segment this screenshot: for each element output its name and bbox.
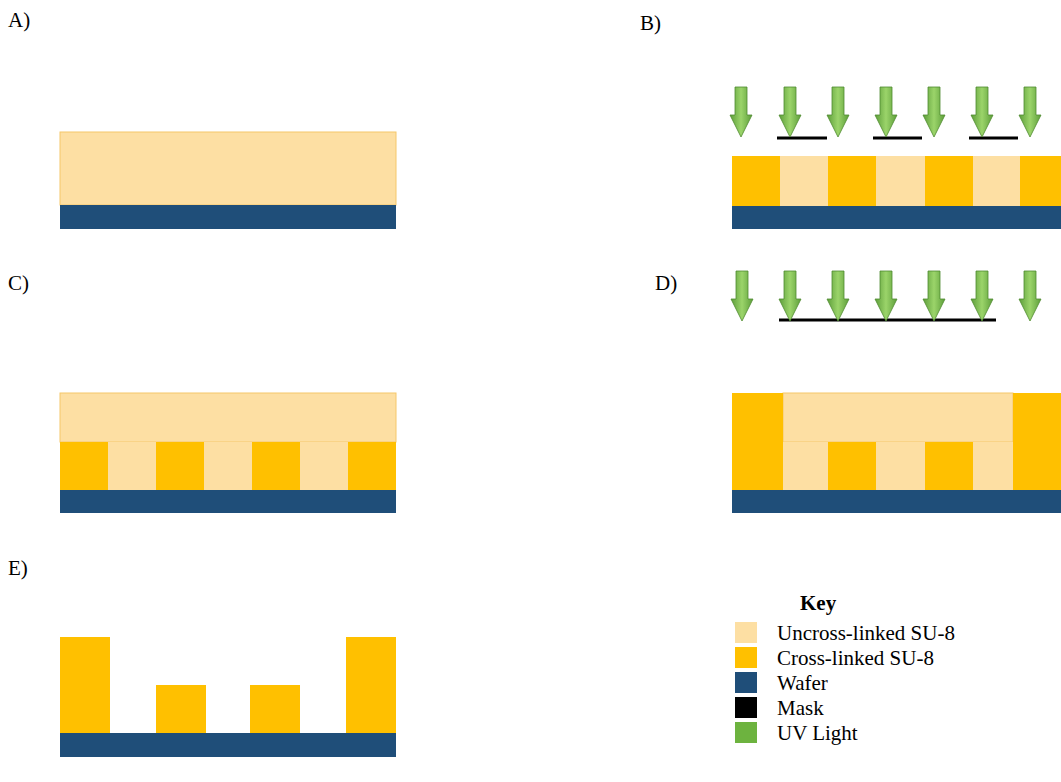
legend-text: Mask: [777, 697, 824, 719]
step-label: E): [8, 558, 28, 579]
legend-title: Key: [800, 593, 836, 614]
step-label: D): [655, 273, 677, 294]
step-label: B): [640, 13, 661, 34]
legend-swatch: [735, 647, 757, 668]
legend-swatch: [735, 672, 757, 693]
legend-swatch: [735, 722, 757, 743]
legend-swatch: [735, 622, 757, 643]
step-c: [60, 393, 396, 513]
step-label: C): [8, 273, 29, 294]
step-label: A): [8, 10, 30, 31]
step-e: [60, 637, 396, 757]
step-b: [730, 87, 1061, 229]
legend-text: UV Light: [777, 722, 858, 744]
step-a: [60, 132, 396, 229]
legend-text: Uncross-linked SU-8: [777, 622, 955, 644]
legend-text: Wafer: [777, 672, 828, 694]
legend-swatch: [735, 697, 757, 718]
legend-text: Cross-linked SU-8: [777, 647, 934, 669]
step-d: [731, 271, 1061, 513]
